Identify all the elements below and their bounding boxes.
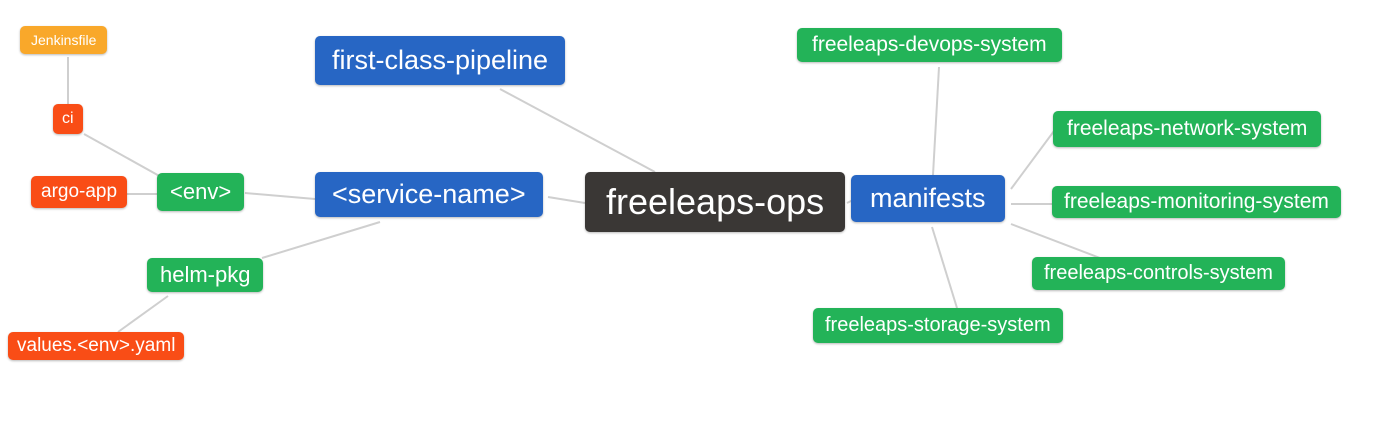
edge-helm-pkg-service-name bbox=[261, 221, 381, 259]
edge-manifests-storage bbox=[931, 226, 958, 309]
edge-manifests-devops bbox=[932, 66, 940, 176]
node-jenkinsfile[interactable]: Jenkinsfile bbox=[20, 26, 108, 54]
node-freeleaps-storage-system[interactable]: freeleaps-storage-system bbox=[813, 308, 1063, 343]
node-service-name[interactable]: <service-name> bbox=[315, 172, 543, 217]
node-manifests[interactable]: manifests bbox=[851, 175, 1005, 222]
edge-manifests-controls bbox=[1010, 223, 1101, 259]
edge-service-freeleaps-ops bbox=[547, 196, 586, 204]
edge-env-service-name bbox=[244, 192, 316, 200]
edge-values-helm-pkg bbox=[117, 295, 169, 333]
node-freeleaps-monitoring-system[interactable]: freeleaps-monitoring-system bbox=[1052, 186, 1341, 218]
edge-ci-env bbox=[83, 133, 164, 179]
node-helm-pkg[interactable]: helm-pkg bbox=[147, 258, 264, 292]
edge-manifests-network bbox=[1010, 130, 1055, 190]
node-freeleaps-network-system[interactable]: freeleaps-network-system bbox=[1053, 111, 1322, 147]
node-freeleaps-ops-root[interactable]: freeleaps-ops bbox=[585, 172, 846, 232]
node-first-class-pipeline[interactable]: first-class-pipeline bbox=[315, 36, 566, 85]
node-argo-app[interactable]: argo-app bbox=[31, 176, 128, 208]
node-ci[interactable]: ci bbox=[53, 104, 83, 134]
node-freeleaps-devops-system[interactable]: freeleaps-devops-system bbox=[797, 28, 1062, 62]
node-env[interactable]: <env> bbox=[157, 173, 245, 211]
node-freeleaps-controls-system[interactable]: freeleaps-controls-system bbox=[1032, 257, 1285, 290]
node-values-env-yaml[interactable]: values.<env>.yaml bbox=[8, 332, 185, 360]
edge-pipeline-freeleaps-ops bbox=[499, 88, 656, 173]
